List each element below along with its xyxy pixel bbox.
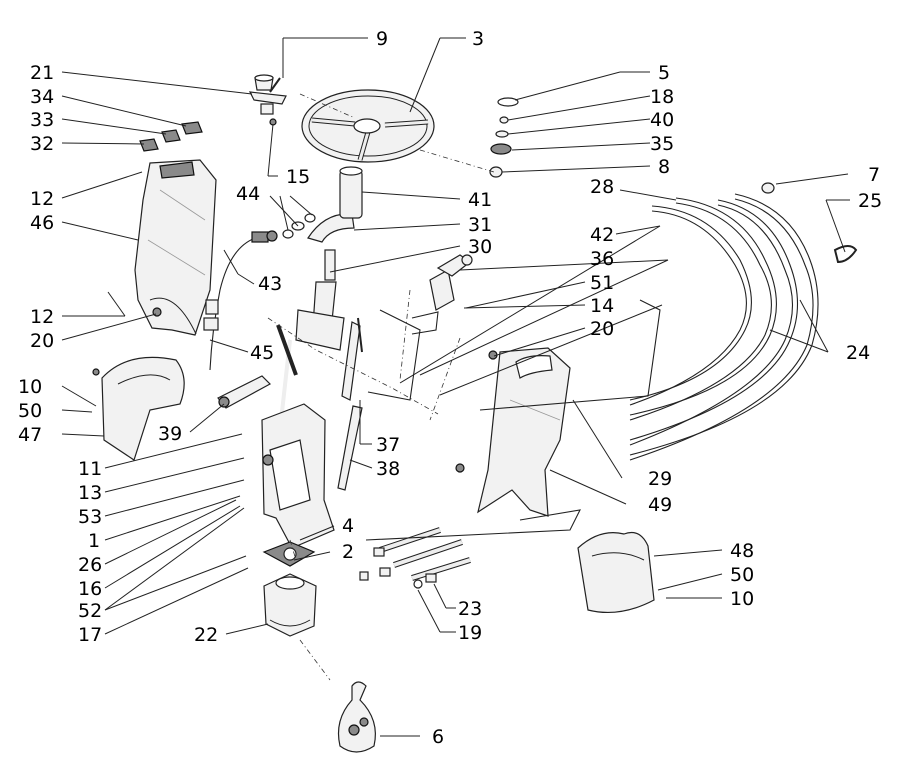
callout-22: 22 bbox=[194, 624, 218, 646]
callout-46: 46 bbox=[30, 212, 54, 234]
callout-30: 30 bbox=[468, 236, 492, 258]
callout-37: 37 bbox=[376, 434, 400, 456]
callout-13: 13 bbox=[78, 482, 102, 504]
callout-34: 34 bbox=[30, 86, 54, 108]
right-column-housing bbox=[455, 347, 571, 517]
callout-32: 32 bbox=[30, 133, 54, 155]
callout-20a: 20 bbox=[590, 318, 614, 340]
callout-51: 51 bbox=[590, 272, 614, 294]
callout-47: 47 bbox=[18, 424, 42, 446]
hub-nut-stack bbox=[489, 97, 519, 178]
callout-8: 8 bbox=[658, 156, 670, 178]
callout-18: 18 bbox=[650, 86, 674, 108]
floor-panels bbox=[365, 299, 661, 541]
column-base-bracket bbox=[261, 403, 335, 549]
callout-10a: 10 bbox=[18, 376, 42, 398]
callout-3: 3 bbox=[472, 28, 484, 50]
callout-42: 42 bbox=[590, 224, 614, 246]
callout-12b: 12 bbox=[30, 306, 54, 328]
callout-21: 21 bbox=[30, 62, 54, 84]
assembly-lines bbox=[267, 93, 495, 681]
callout-53: 53 bbox=[78, 506, 102, 528]
gas-struts bbox=[337, 317, 363, 491]
callout-12a: 12 bbox=[30, 188, 54, 210]
callout-23: 23 bbox=[458, 598, 482, 620]
callout-7: 7 bbox=[868, 164, 880, 186]
callout-50b: 50 bbox=[730, 564, 754, 586]
callout-15: 15 bbox=[286, 166, 310, 188]
callout-45: 45 bbox=[250, 342, 274, 364]
lower-left-cover bbox=[92, 356, 185, 461]
tilt-lever bbox=[217, 375, 271, 409]
callout-33: 33 bbox=[30, 109, 54, 131]
fixings-bag bbox=[337, 681, 376, 753]
right-lower-cover bbox=[577, 531, 655, 614]
callout-5: 5 bbox=[658, 62, 670, 84]
callout-19: 19 bbox=[458, 622, 482, 644]
lower-fittings bbox=[359, 527, 471, 589]
callout-9: 9 bbox=[376, 28, 388, 50]
callout-28: 28 bbox=[590, 176, 614, 198]
column-covers bbox=[307, 166, 363, 243]
callout-48: 48 bbox=[730, 540, 754, 562]
callout-14: 14 bbox=[590, 295, 614, 317]
lever-switch-36 bbox=[411, 254, 473, 335]
callout-43: 43 bbox=[258, 273, 282, 295]
steering-unit-pump bbox=[262, 541, 317, 637]
callout-50a: 50 bbox=[18, 400, 42, 422]
callout-2: 2 bbox=[342, 541, 354, 563]
callout-20b: 20 bbox=[30, 330, 54, 352]
callout-40: 40 bbox=[650, 109, 674, 131]
callout-24: 24 bbox=[846, 342, 870, 364]
callout-16: 16 bbox=[78, 578, 102, 600]
hydraulic-hoses bbox=[629, 182, 858, 461]
horn-switch-assembly bbox=[248, 74, 287, 126]
callout-26: 26 bbox=[78, 554, 102, 576]
callout-numbers: 9 3 21 34 33 32 5 18 40 35 8 15 12 46 44… bbox=[18, 28, 882, 748]
callout-36: 36 bbox=[590, 248, 614, 270]
callout-44: 44 bbox=[236, 183, 260, 205]
steering-wheel bbox=[301, 89, 435, 163]
callout-1: 1 bbox=[88, 530, 100, 552]
callout-49: 49 bbox=[648, 494, 672, 516]
callout-35: 35 bbox=[650, 133, 674, 155]
switch-buttons bbox=[139, 121, 203, 152]
callout-6: 6 bbox=[432, 726, 444, 748]
callout-10b: 10 bbox=[730, 588, 754, 610]
callout-11: 11 bbox=[78, 458, 102, 480]
callout-31: 31 bbox=[468, 214, 492, 236]
callout-41: 41 bbox=[468, 189, 492, 211]
callout-38: 38 bbox=[376, 458, 400, 480]
callout-25: 25 bbox=[858, 190, 882, 212]
callout-52: 52 bbox=[78, 600, 102, 622]
leader-lines bbox=[61, 37, 850, 737]
left-column-housing bbox=[134, 159, 217, 336]
callout-39: 39 bbox=[158, 423, 182, 445]
callout-17: 17 bbox=[78, 624, 102, 646]
steering-column bbox=[276, 249, 345, 431]
callout-29: 29 bbox=[648, 468, 672, 490]
callout-4: 4 bbox=[342, 515, 354, 537]
